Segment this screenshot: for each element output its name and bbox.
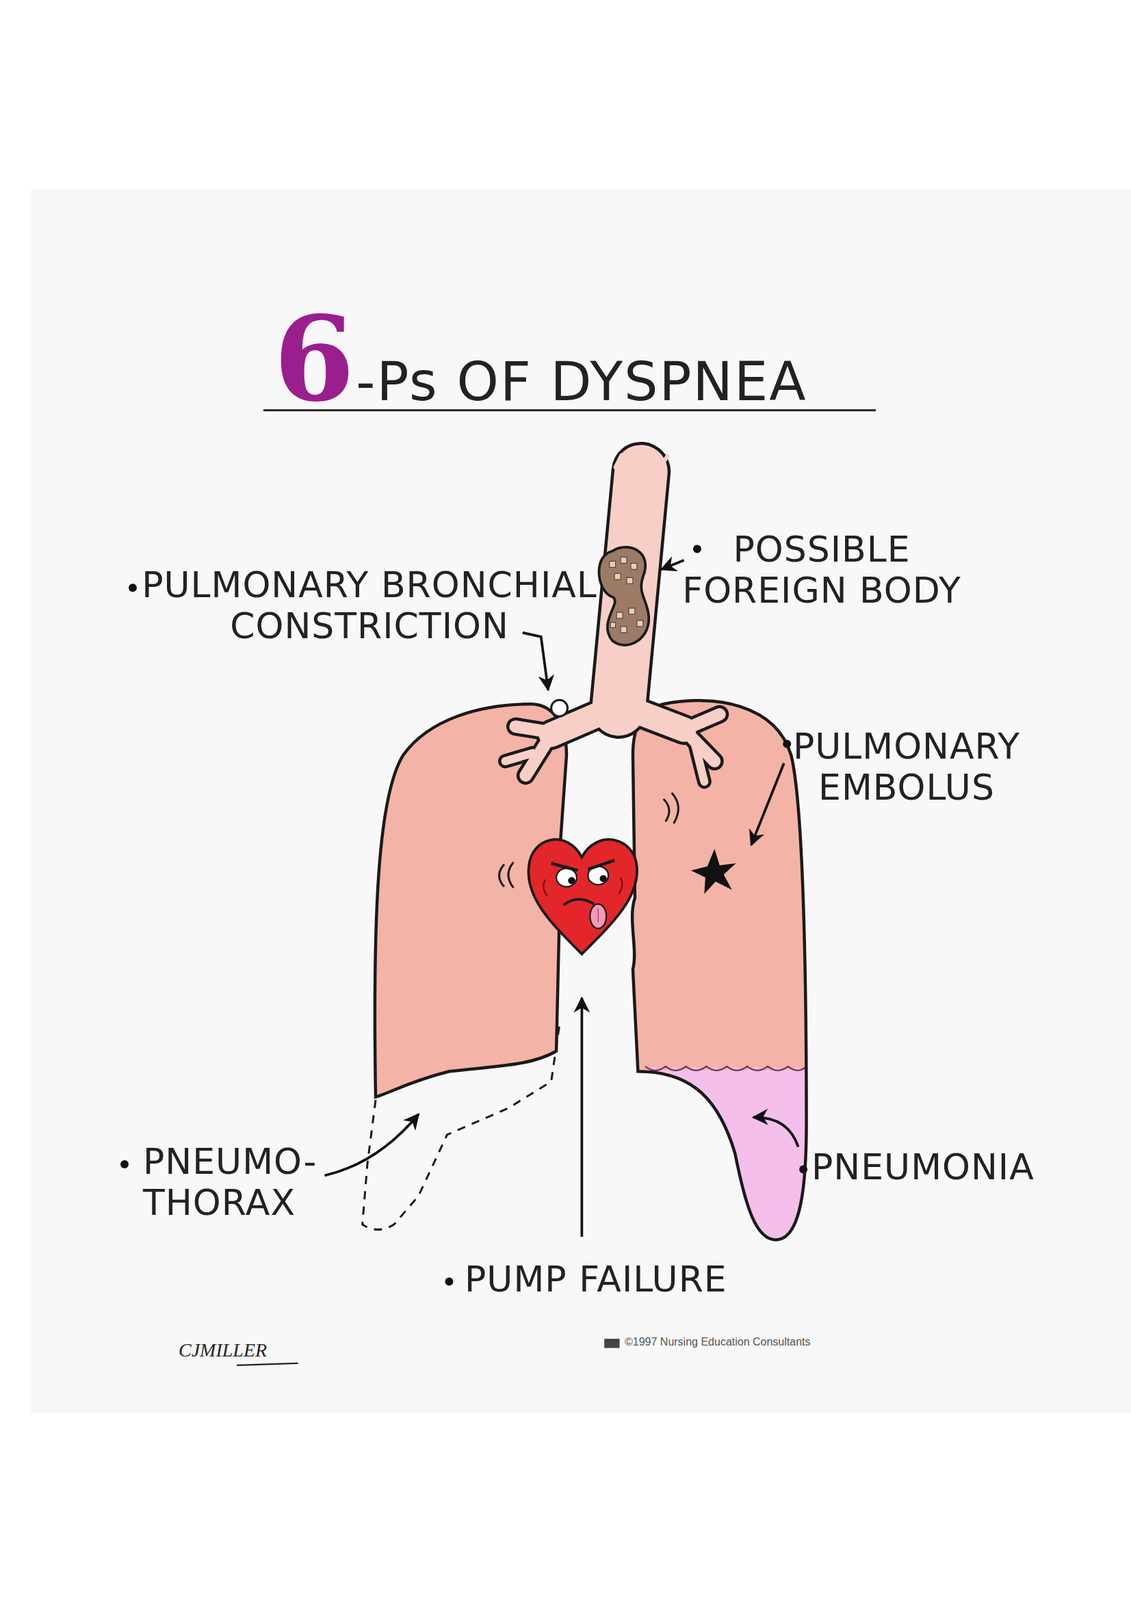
artist-signature: CJMILLER: [178, 1339, 267, 1362]
pneumothorax-label: PNEUMO- THORAX: [143, 1141, 349, 1224]
paper-panel: [30, 188, 1131, 1414]
bullet-dots: [120, 545, 808, 1287]
foreign-body-label: POSSIBLE FOREIGN BODY: [671, 528, 973, 611]
copyright-note: ©1997 Nursing Education Consultants: [624, 1335, 811, 1350]
signature-underline: [236, 1363, 299, 1366]
embolus-label: PULMONARY EMBOLUS: [776, 725, 1037, 809]
right-lung: [612, 683, 817, 1255]
heart-character: [528, 839, 637, 954]
publisher-logo: [604, 1339, 620, 1348]
foreign-body-peanut: [598, 547, 649, 646]
pump-failure-label: PUMP FAILURE: [464, 1258, 728, 1300]
pneumothorax-outline: [362, 1025, 560, 1230]
airway-tree: [504, 454, 720, 783]
pneumonia-label: PNEUMONIA: [811, 1146, 1035, 1188]
embolus-star: [691, 849, 737, 895]
title: 6-Ps OF DYSPNEA: [273, 290, 808, 428]
leader-arrows: [324, 560, 798, 1238]
constriction-notch: [551, 699, 568, 717]
constriction-label: PULMONARY BRONCHIAL CONSTRICTION: [130, 564, 609, 647]
motion-lines: [499, 793, 679, 889]
